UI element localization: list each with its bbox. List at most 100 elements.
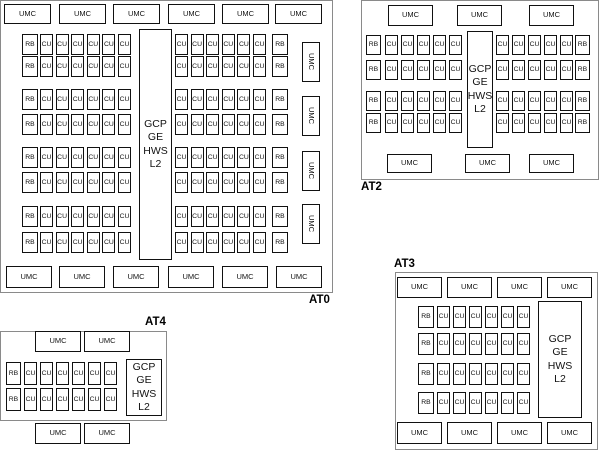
umc-block: UMC (168, 266, 214, 288)
cu-block-label: CU (454, 340, 465, 348)
cu-block-label: CU (41, 178, 52, 186)
cu-block: CU (175, 89, 188, 110)
cu-block-label: CU (454, 370, 465, 378)
cu-block: CU (102, 56, 116, 77)
cu-block-label: CU (223, 40, 234, 48)
cu-block-label: CU (105, 369, 116, 377)
cu-block: CU (501, 363, 514, 385)
umc-block: UMC (35, 331, 81, 352)
cu-block-label: CU (502, 340, 513, 348)
cu-block: CU (86, 56, 100, 77)
cu-block-label: CU (25, 395, 36, 403)
cu-block-label: CU (254, 238, 265, 246)
rb-block: RB (418, 392, 434, 414)
cu-block: CU (118, 172, 131, 193)
cu-block: CU (237, 34, 251, 55)
umc-block-label: UMC (73, 271, 91, 281)
cu-block-label: CU (41, 395, 52, 403)
cu-block: CU (237, 114, 251, 135)
cu-block-label: CU (57, 153, 67, 161)
rb-block: RB (575, 91, 590, 111)
cu-block-label: CU (238, 238, 249, 246)
cu-block-label: CU (497, 41, 508, 49)
umc-block: UMC (113, 266, 159, 288)
cu-block-label: CU (529, 66, 540, 74)
umc-block: UMC (59, 266, 105, 288)
umc-block-label: UMC (560, 427, 579, 437)
cu-block-label: CU (223, 62, 234, 70)
cu-block: CU (469, 363, 482, 385)
umc-block-vertical-label: UMC (307, 162, 317, 180)
cu-block: CU (40, 206, 53, 227)
umc-block: UMC (397, 422, 442, 444)
cu-block-label: CU (238, 120, 249, 128)
die-label: AT4 (145, 316, 166, 328)
rb-block: RB (272, 147, 288, 168)
cu-block-label: CU (88, 238, 99, 246)
cu-block: CU (118, 56, 131, 77)
umc-block: UMC (275, 4, 322, 24)
cu-block: CU (253, 56, 266, 77)
rb-block-label: RB (577, 97, 588, 105)
cu-block: CU (385, 113, 398, 133)
cu-block-label: CU (119, 238, 130, 246)
cu-block-label: CU (88, 120, 99, 128)
cu-block: CU (72, 362, 85, 385)
rb-block-label: RB (8, 395, 19, 403)
rb-block: RB (6, 362, 21, 385)
rb-block: RB (366, 35, 381, 55)
cu-block-label: CU (89, 395, 100, 403)
cu-block: CU (40, 172, 53, 193)
cu-block-label: CU (254, 40, 265, 48)
cu-block: CU (190, 172, 204, 193)
cu-block: CU (104, 388, 117, 411)
cu-block: CU (102, 114, 116, 135)
cu-block-label: CU (103, 120, 114, 128)
cu-block: CU (469, 333, 482, 355)
cu-block-label: CU (223, 212, 234, 220)
cu-block-label: CU (529, 97, 540, 105)
cu-block-label: CU (454, 313, 465, 321)
cu-block-label: CU (207, 153, 218, 161)
cu-block-label: CU (238, 212, 249, 220)
cu-block-label: CU (41, 95, 52, 103)
umc-block-vertical: UMC (302, 96, 320, 136)
cu-block: CU (86, 206, 100, 227)
cu-block-label: CU (192, 238, 202, 246)
cu-block: CU (237, 147, 251, 168)
cu-block: CU (190, 114, 204, 135)
cu-block: CU (433, 35, 446, 55)
core-block-label: GCP GE HWS L2 (547, 333, 573, 385)
rb-block-label: RB (421, 313, 431, 321)
cu-block: CU (417, 91, 430, 111)
umc-block-label: UMC (49, 336, 67, 346)
rb-block-label: RB (368, 41, 379, 49)
cu-block: CU (190, 206, 204, 227)
cu-block: CU (71, 232, 85, 253)
cu-block-label: CU (192, 95, 202, 103)
cu-block: CU (253, 89, 266, 110)
core-block-label: GCP GE HWS L2 (467, 63, 493, 115)
cu-block: CU (86, 147, 100, 168)
cu-block-label: CU (561, 119, 572, 127)
cu-block: CU (496, 60, 509, 80)
cu-block-label: CU (57, 395, 68, 403)
rb-block: RB (272, 114, 288, 135)
cu-block: CU (40, 89, 53, 110)
cu-block-label: CU (57, 238, 67, 246)
rb-block: RB (575, 35, 590, 55)
umc-block-label: UMC (560, 282, 579, 292)
umc-block-vertical-label: UMC (307, 215, 317, 233)
cu-block-label: CU (192, 120, 202, 128)
cu-block-label: CU (513, 41, 524, 49)
cu-block: CU (102, 34, 116, 55)
rb-block: RB (22, 172, 38, 193)
umc-block: UMC (547, 277, 592, 298)
umc-block-vertical-label: UMC (307, 107, 317, 125)
cu-block: CU (453, 363, 466, 385)
umc-block: UMC (59, 4, 106, 24)
rb-block-label: RB (8, 369, 19, 377)
umc-block-label: UMC (400, 158, 419, 168)
cu-block-label: CU (89, 369, 100, 377)
rb-block: RB (418, 306, 434, 328)
